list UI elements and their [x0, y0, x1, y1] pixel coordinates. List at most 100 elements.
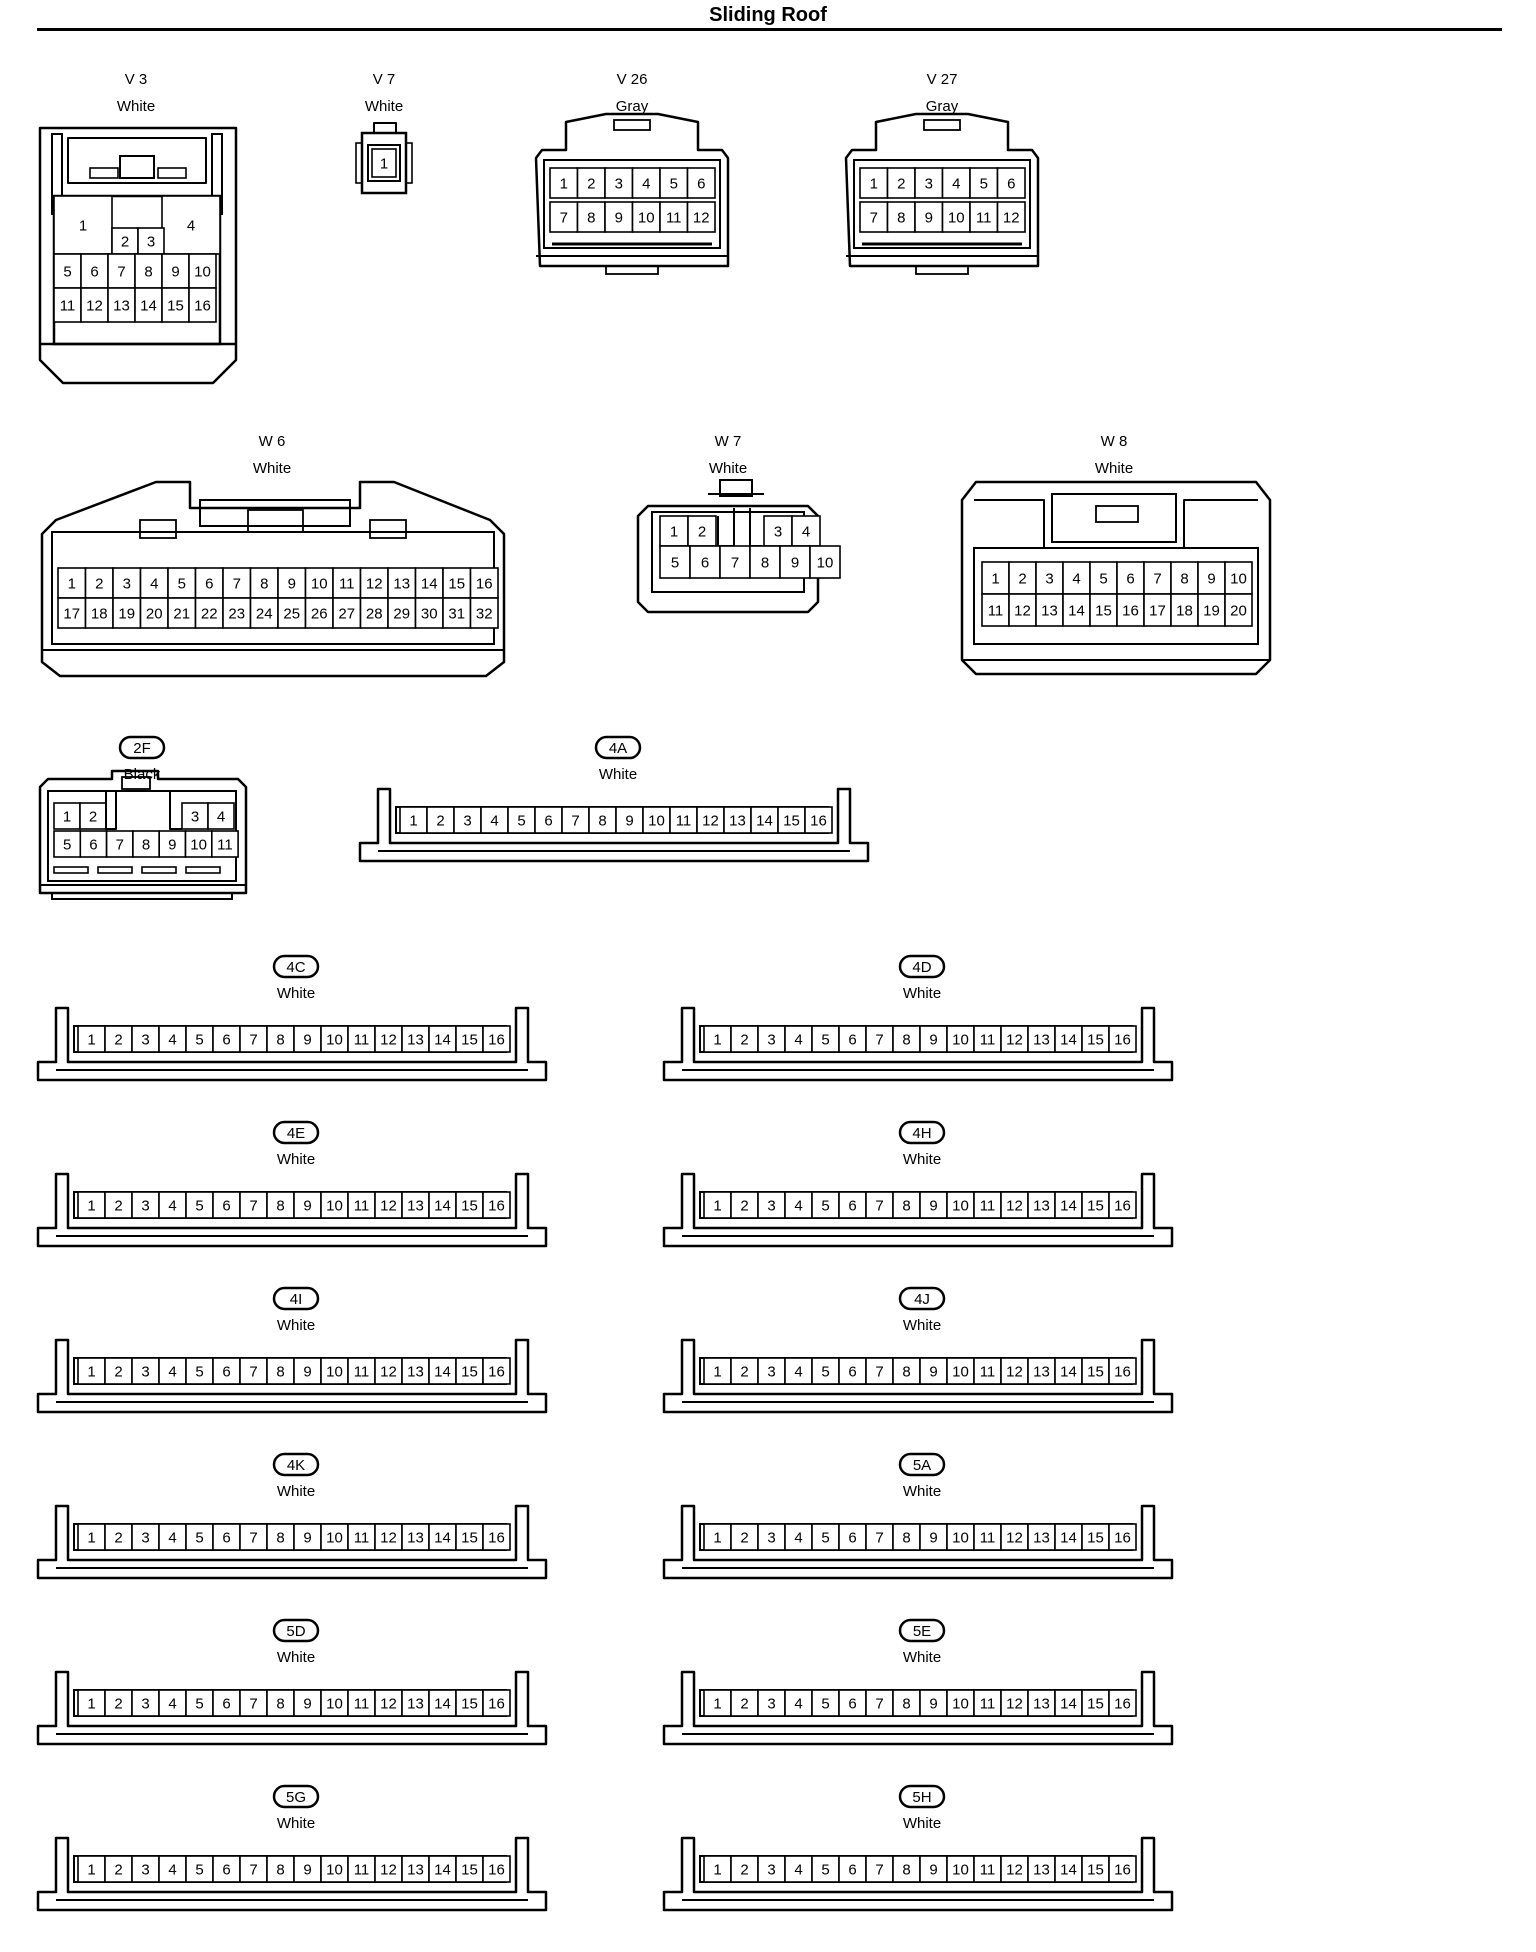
connector-code-badge [272, 1618, 320, 1643]
pin-4-cavity [158, 1523, 187, 1551]
pin-6-label: 6 [89, 836, 97, 853]
pin-9-label: 9 [929, 1363, 937, 1380]
pin-9-label: 9 [929, 1031, 937, 1048]
pin-10-cavity [946, 1855, 975, 1883]
pin-3-label: 3 [767, 1529, 775, 1546]
pin-7-label: 7 [1153, 570, 1161, 587]
pin-1-label: 1 [409, 812, 417, 829]
pin-13-label: 13 [407, 1529, 424, 1546]
title-divider [37, 28, 1502, 31]
pin-1-label: 1 [68, 575, 76, 592]
pin-11-label: 11 [666, 209, 682, 226]
pin-6-cavity [838, 1855, 867, 1883]
pin-2-cavity [104, 1357, 133, 1385]
connector-code: 4E [287, 1125, 305, 1142]
pin-4-cavity [941, 167, 971, 199]
pin-7-label: 7 [560, 209, 568, 226]
pin-18-label: 18 [91, 605, 108, 622]
connector-code-badge [272, 1784, 320, 1809]
pin-19-cavity [112, 597, 142, 629]
connector-color: Gray [926, 98, 959, 115]
pin-5-label: 5 [821, 1197, 829, 1214]
pin-11-label: 11 [354, 1363, 370, 1380]
pin-8-label: 8 [902, 1197, 910, 1214]
pin-1-cavity [53, 802, 81, 830]
pin-13-cavity [1027, 1025, 1056, 1053]
pin-4-cavity [480, 806, 509, 834]
housing-outline [662, 1836, 1174, 1912]
pin-11-cavity [973, 1191, 1002, 1219]
pin-2-cavity [104, 1025, 133, 1053]
latch-slot [141, 866, 177, 874]
pin-14-label: 14 [140, 297, 157, 314]
connector-code: W 8 [1101, 433, 1128, 450]
pin-9-label: 9 [615, 209, 623, 226]
pin-5-label: 5 [980, 175, 988, 192]
pin-4-label: 4 [794, 1529, 802, 1546]
pin-10-cavity [946, 1689, 975, 1717]
connector-color: White [1095, 460, 1133, 477]
pin-13-cavity [401, 1357, 430, 1385]
pin-6-label: 6 [544, 812, 552, 829]
housing-outline [973, 547, 1259, 645]
pin-3-label: 3 [463, 812, 471, 829]
pin-16-cavity [1108, 1191, 1137, 1219]
pin-5-label: 5 [517, 812, 525, 829]
pin-19-label: 19 [118, 605, 135, 622]
pin-9-label: 9 [171, 263, 179, 280]
connector-color: White [903, 1649, 941, 1666]
pin-7-label: 7 [571, 812, 579, 829]
pin-7-cavity [719, 545, 751, 579]
pin-7-cavity [105, 830, 134, 858]
pin-9-label: 9 [925, 209, 933, 226]
pin-25-label: 25 [283, 605, 300, 622]
pin-8-label: 8 [276, 1197, 284, 1214]
pin-6-cavity [838, 1689, 867, 1717]
pin-9-label: 9 [168, 836, 176, 853]
pin-1-label: 1 [713, 1861, 721, 1878]
pin-13-cavity [401, 1689, 430, 1717]
connector-code: 4A [609, 740, 627, 757]
pin-10-label: 10 [326, 1695, 343, 1712]
housing-outline [613, 119, 651, 131]
pin-2-label: 2 [698, 523, 706, 540]
pin-11-label: 11 [217, 836, 233, 853]
pin-10-cavity [1224, 561, 1253, 595]
pin-12-label: 12 [380, 1695, 397, 1712]
connector-code-badge [594, 735, 642, 760]
housing-outline [369, 519, 407, 539]
pin-8-label: 8 [260, 575, 268, 592]
pin-25-cavity [277, 597, 307, 629]
pin-16-cavity [482, 1689, 511, 1717]
pin-6-label: 6 [222, 1529, 230, 1546]
pin-14-cavity [1054, 1191, 1083, 1219]
pin-10-label: 10 [194, 263, 211, 280]
housing-outline [662, 1006, 1174, 1082]
pin-10-label: 10 [190, 836, 207, 853]
pin-14-label: 14 [434, 1695, 451, 1712]
pin-3-label: 3 [767, 1363, 775, 1380]
pin-6-label: 6 [205, 575, 213, 592]
pin-1-cavity [659, 515, 689, 547]
pin-4-cavity [791, 515, 821, 547]
pin-16-label: 16 [810, 812, 827, 829]
pin-7-label: 7 [116, 836, 124, 853]
pin-10-cavity [320, 1191, 349, 1219]
pin-4-cavity [631, 167, 661, 199]
pin-2-label: 2 [436, 812, 444, 829]
pin-12-cavity [374, 1855, 403, 1883]
pin-1-label: 1 [63, 808, 71, 825]
pin-2-label: 2 [740, 1861, 748, 1878]
pin-3-label: 3 [615, 175, 623, 192]
connector-code-badge [898, 1784, 946, 1809]
pin-9-label: 9 [303, 1529, 311, 1546]
pin-9-label: 9 [1207, 570, 1215, 587]
pin-8-cavity [892, 1357, 921, 1385]
